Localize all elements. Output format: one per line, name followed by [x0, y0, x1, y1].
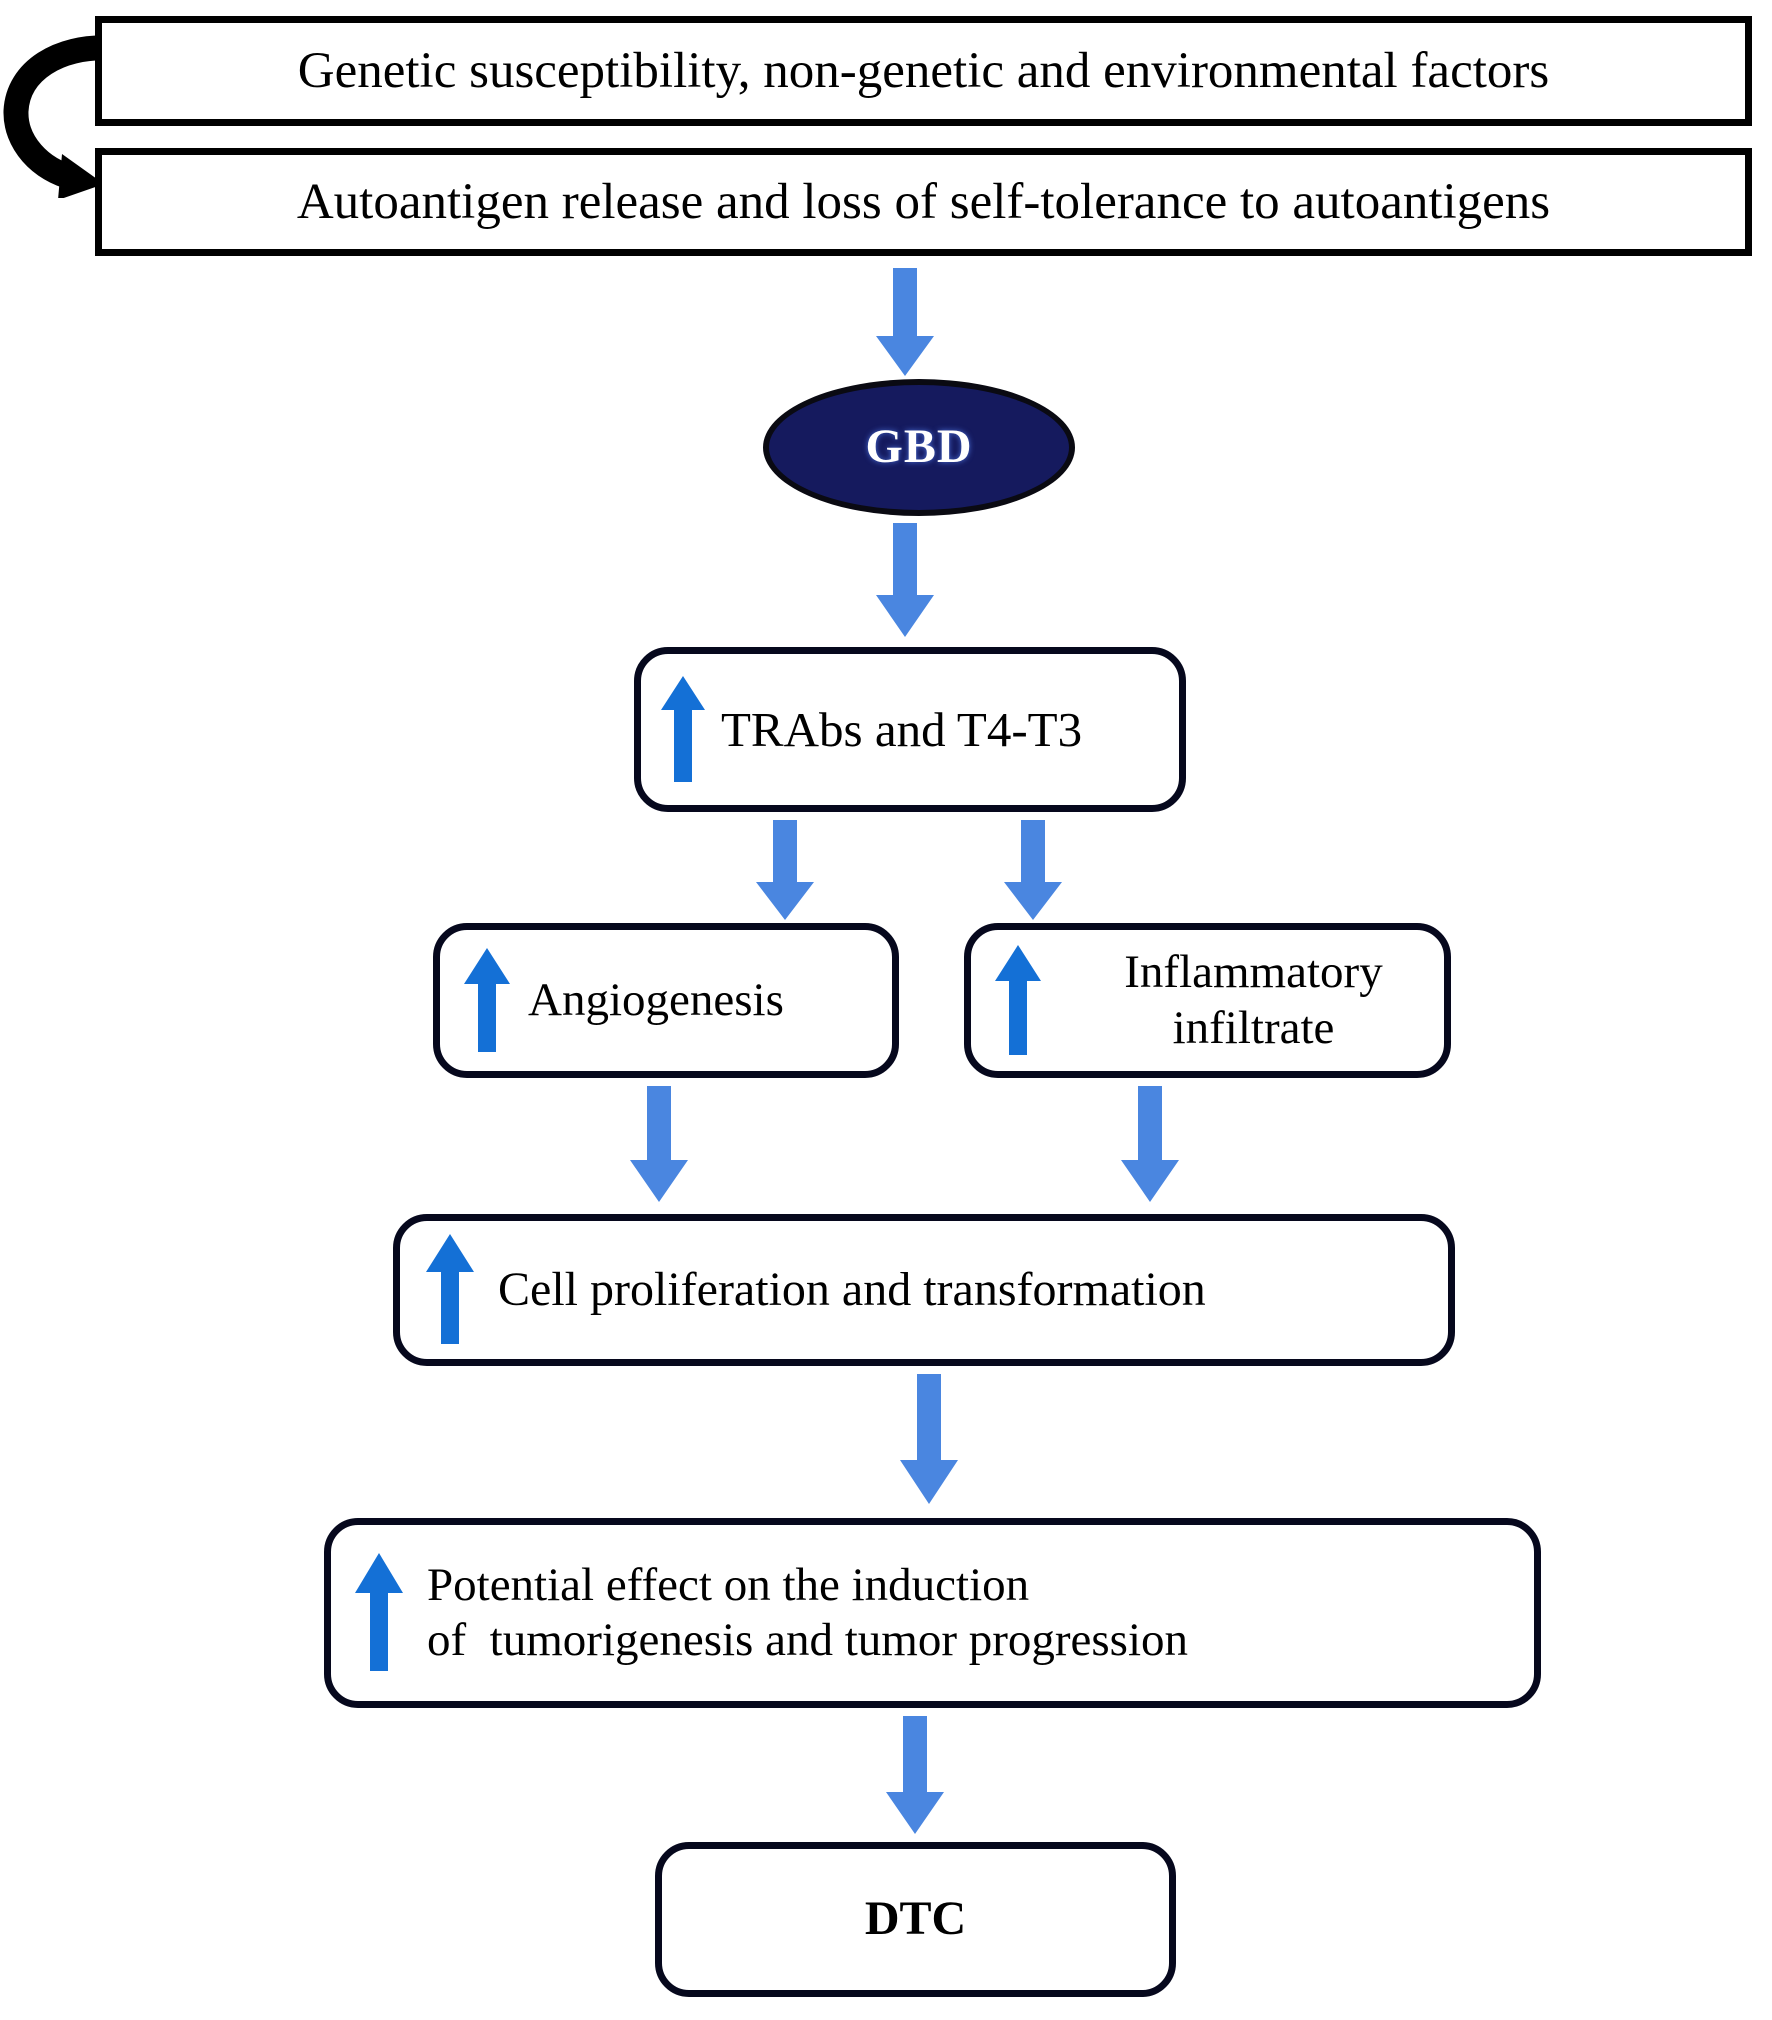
node-angiogenesis[interactable]: Angiogenesis: [433, 923, 899, 1078]
connector-potential-effect-to-dtc: [886, 1716, 944, 1834]
connector-autoantigen-to-gbd: [876, 268, 934, 376]
node-gbd[interactable]: GBD: [763, 379, 1075, 516]
node-angiogenesis-label: Angiogenesis: [528, 973, 784, 1026]
node-cell-proliferation[interactable]: Cell proliferation and transformation: [393, 1214, 1455, 1366]
connector-trabs-to-angiogenesis: [756, 820, 814, 920]
node-inflammatory-infiltrate[interactable]: Inflammatory infiltrate: [964, 923, 1451, 1078]
node-cell-proliferation-label: Cell proliferation and transformation: [498, 1262, 1206, 1316]
node-autoantigen-release[interactable]: Autoantigen release and loss of self-tol…: [95, 148, 1752, 256]
node-gbd-label: GBD: [865, 420, 973, 474]
connector-trabs-to-inflammatory: [1004, 820, 1062, 920]
node-genetic-susceptibility[interactable]: Genetic susceptibility, non-genetic and …: [95, 16, 1752, 126]
node-potential-effect[interactable]: Potential effect on the induction of tum…: [324, 1518, 1541, 1708]
increase-up-arrow-icon: [661, 675, 705, 782]
increase-up-arrow-icon: [464, 947, 510, 1052]
node-genetic-susceptibility-label: Genetic susceptibility, non-genetic and …: [297, 42, 1550, 99]
node-dtc[interactable]: DTC: [655, 1842, 1176, 1997]
connector-gbd-to-trabs: [876, 523, 934, 637]
node-trabs-t4-t3-label: TRAbs and T4-T3: [721, 701, 1083, 757]
feedback-curved-arrow: [3, 35, 109, 198]
node-trabs-t4-t3[interactable]: TRAbs and T4-T3: [634, 647, 1186, 812]
increase-up-arrow-icon: [995, 944, 1041, 1055]
connector-angiogenesis-to-cell-proliferation: [630, 1086, 688, 1202]
node-potential-effect-label: Potential effect on the induction of tum…: [427, 1558, 1189, 1666]
node-dtc-label: DTC: [864, 1892, 967, 1946]
node-autoantigen-release-label: Autoantigen release and loss of self-tol…: [296, 173, 1551, 230]
increase-up-arrow-icon: [426, 1234, 474, 1344]
node-inflammatory-infiltrate-label: Inflammatory infiltrate: [1124, 946, 1383, 1054]
connector-cell-proliferation-to-potential-effect: [900, 1374, 958, 1504]
increase-up-arrow-icon: [355, 1553, 403, 1671]
connector-inflammatory-to-cell-proliferation: [1121, 1086, 1179, 1202]
